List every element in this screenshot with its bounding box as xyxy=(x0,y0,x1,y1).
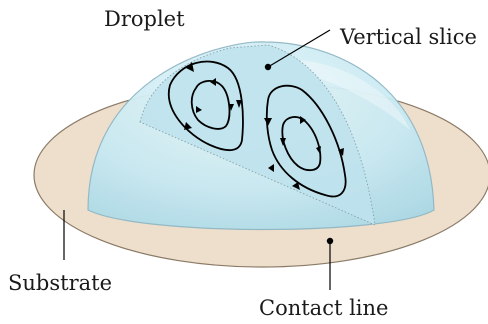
vertical-slice-plane xyxy=(139,44,376,226)
right-vortex-outer-streamline xyxy=(265,84,347,198)
arrow-head xyxy=(280,138,286,146)
vertical-slice-label: Vertical slice xyxy=(339,25,477,49)
right-vortex-arrows xyxy=(264,116,344,190)
left-vortex-arrows xyxy=(184,62,242,130)
arrow-head xyxy=(236,100,242,108)
contact-line-dot xyxy=(326,237,334,245)
arrow-head xyxy=(338,148,344,156)
right-vortex-inner-streamline xyxy=(281,116,322,172)
vertical-slice-dot xyxy=(264,63,272,71)
arrow-head xyxy=(264,118,272,126)
arrow-head xyxy=(196,106,202,113)
arrow-head xyxy=(210,78,216,86)
arrow-head xyxy=(184,122,192,130)
arrow-head xyxy=(316,146,321,154)
contact-line-label: Contact line xyxy=(259,296,388,320)
droplet-highlight xyxy=(300,60,410,130)
droplet-label: Droplet xyxy=(104,7,185,31)
substrate-label: Substrate xyxy=(8,271,112,295)
arrow-head xyxy=(292,182,300,190)
arrow-head xyxy=(186,62,194,72)
arrow-head xyxy=(268,164,274,172)
arrow-head xyxy=(229,104,234,111)
arrow-head xyxy=(300,116,306,124)
vertical-slice-leader xyxy=(267,29,331,68)
